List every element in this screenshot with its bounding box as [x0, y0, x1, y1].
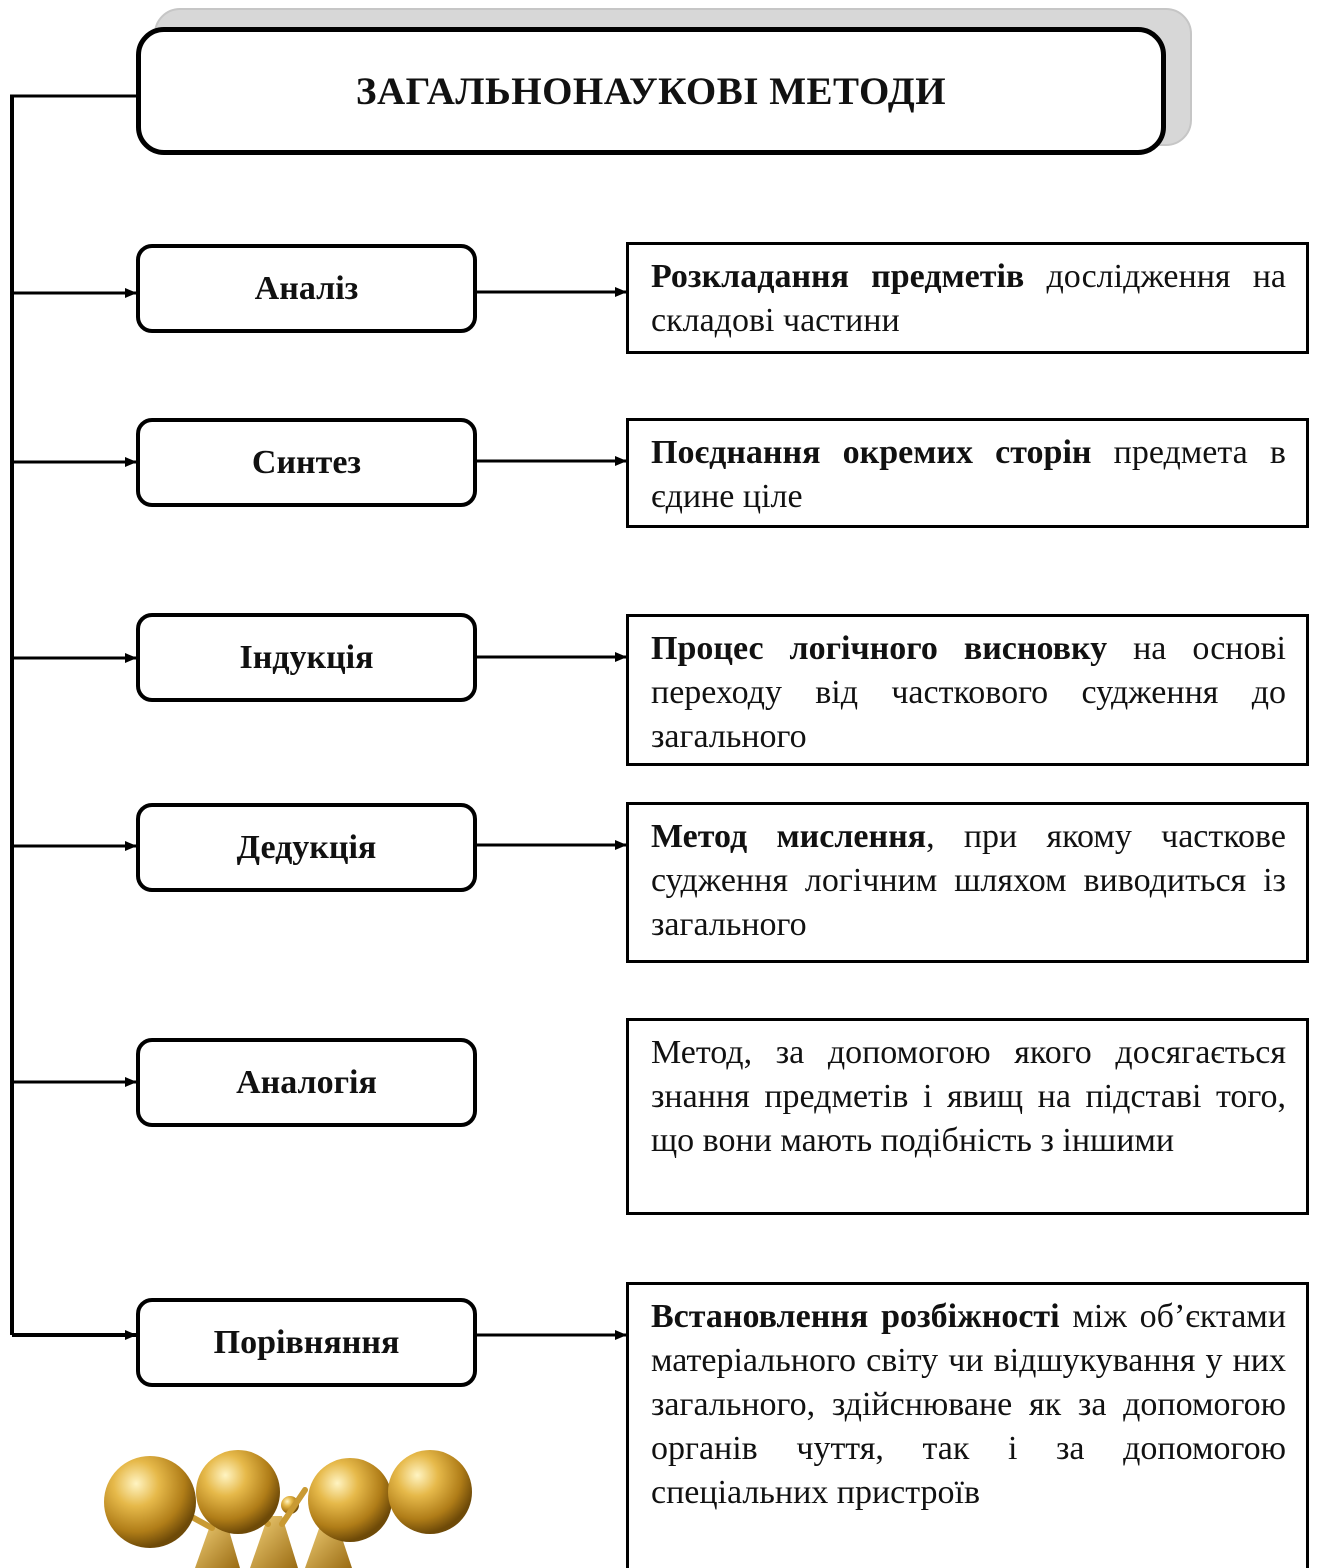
desc-box-analysis: Розкладання предметів дослідження на скл… — [626, 242, 1309, 354]
method-box-deduction: Дедукція — [136, 803, 477, 892]
gold-figures-image — [104, 1450, 472, 1568]
desc-box-deduction: Метод мислення, при якому часткове судже… — [626, 802, 1309, 963]
method-label-synthesis: Синтез — [251, 443, 362, 481]
desc-box-analogy: Метод, за допомогою якого досягається зн… — [626, 1018, 1309, 1215]
desc-text-analysis: дослідження на складові частини — [651, 258, 1286, 339]
diagram-title: ЗАГАЛЬНОНАУКОВІ МЕТОДИ — [355, 69, 947, 113]
method-box-comparison: Порівняння — [136, 1298, 477, 1387]
desc-box-synthesis: Поєднання окремих сторін предмета в єдин… — [626, 418, 1309, 528]
method-label-comparison: Порівняння — [213, 1323, 400, 1361]
method-label-analogy: Аналогія — [236, 1063, 377, 1101]
title-box: ЗАГАЛЬНОНАУКОВІ МЕТОДИ — [136, 27, 1166, 155]
desc-bold-synthesis: Поєднання окремих сторін — [651, 434, 1092, 471]
desc-bold-analysis: Розкладання предметів — [651, 258, 1025, 295]
method-label-analysis: Аналіз — [254, 269, 359, 307]
method-label-induction: Індукція — [239, 638, 374, 676]
desc-text-deduction: , при якому часткове судження логічним ш… — [651, 818, 1286, 943]
desc-text-induction: на основі переходу від часткового суджен… — [651, 630, 1286, 755]
method-box-analogy: Аналогія — [136, 1038, 477, 1127]
method-box-analysis: Аналіз — [136, 244, 477, 333]
method-box-synthesis: Синтез — [136, 418, 477, 507]
desc-bold-induction: Процес логічного висновку — [651, 630, 1108, 667]
desc-box-induction: Процес логічного висновку на основі пере… — [626, 614, 1309, 766]
desc-box-comparison: Встановлення розбіжності між об’єктами м… — [626, 1282, 1309, 1568]
desc-text-comparison: між об’єктами матеріального світу чи від… — [651, 1298, 1287, 1511]
desc-text-analogy: Метод, за допомогою якого досягається зн… — [651, 1034, 1286, 1159]
method-label-deduction: Дедукція — [236, 828, 377, 866]
method-box-induction: Індукція — [136, 613, 477, 702]
desc-bold-deduction: Метод мислення — [651, 818, 927, 855]
desc-text-synthesis: предмета в єдине ціле — [651, 434, 1286, 515]
desc-bold-comparison: Встановлення розбіжності — [651, 1298, 1060, 1335]
